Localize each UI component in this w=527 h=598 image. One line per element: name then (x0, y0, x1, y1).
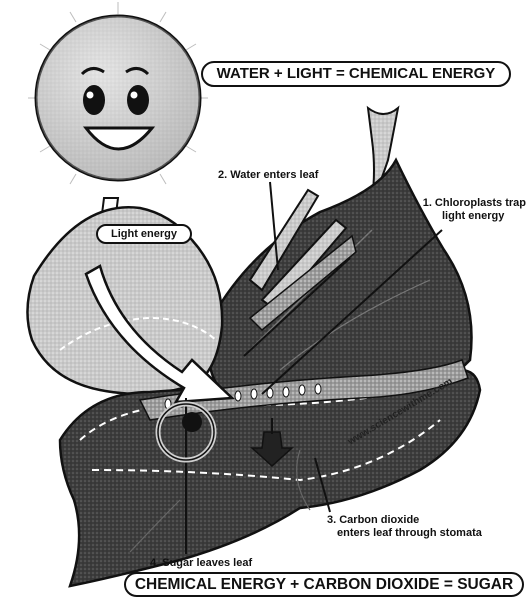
label-carbon-dioxide-line1: 3. Carbon dioxide (327, 514, 482, 527)
label-chloroplasts-line1: 1. Chloroplasts trap (416, 197, 526, 210)
label-sugar-leaves: 4. Sugar leaves leaf (150, 557, 252, 570)
label-carbon-dioxide-line2: enters leaf through stomata (327, 527, 482, 540)
label-chloroplasts-line2: light energy (416, 210, 526, 223)
equation-top: WATER + LIGHT = CHEMICAL ENERGY (201, 61, 511, 87)
label-chloroplasts: 1. Chloroplasts trap light energy (416, 197, 526, 223)
smiling-sun-icon (28, 2, 208, 184)
label-carbon-dioxide: 3. Carbon dioxide enters leaf through st… (327, 514, 482, 540)
equation-bottom: CHEMICAL ENERGY + CARBON DIOXIDE = SUGAR (124, 572, 524, 597)
label-light-energy: Light energy (96, 224, 192, 244)
label-water-enters: 2. Water enters leaf (218, 169, 318, 182)
